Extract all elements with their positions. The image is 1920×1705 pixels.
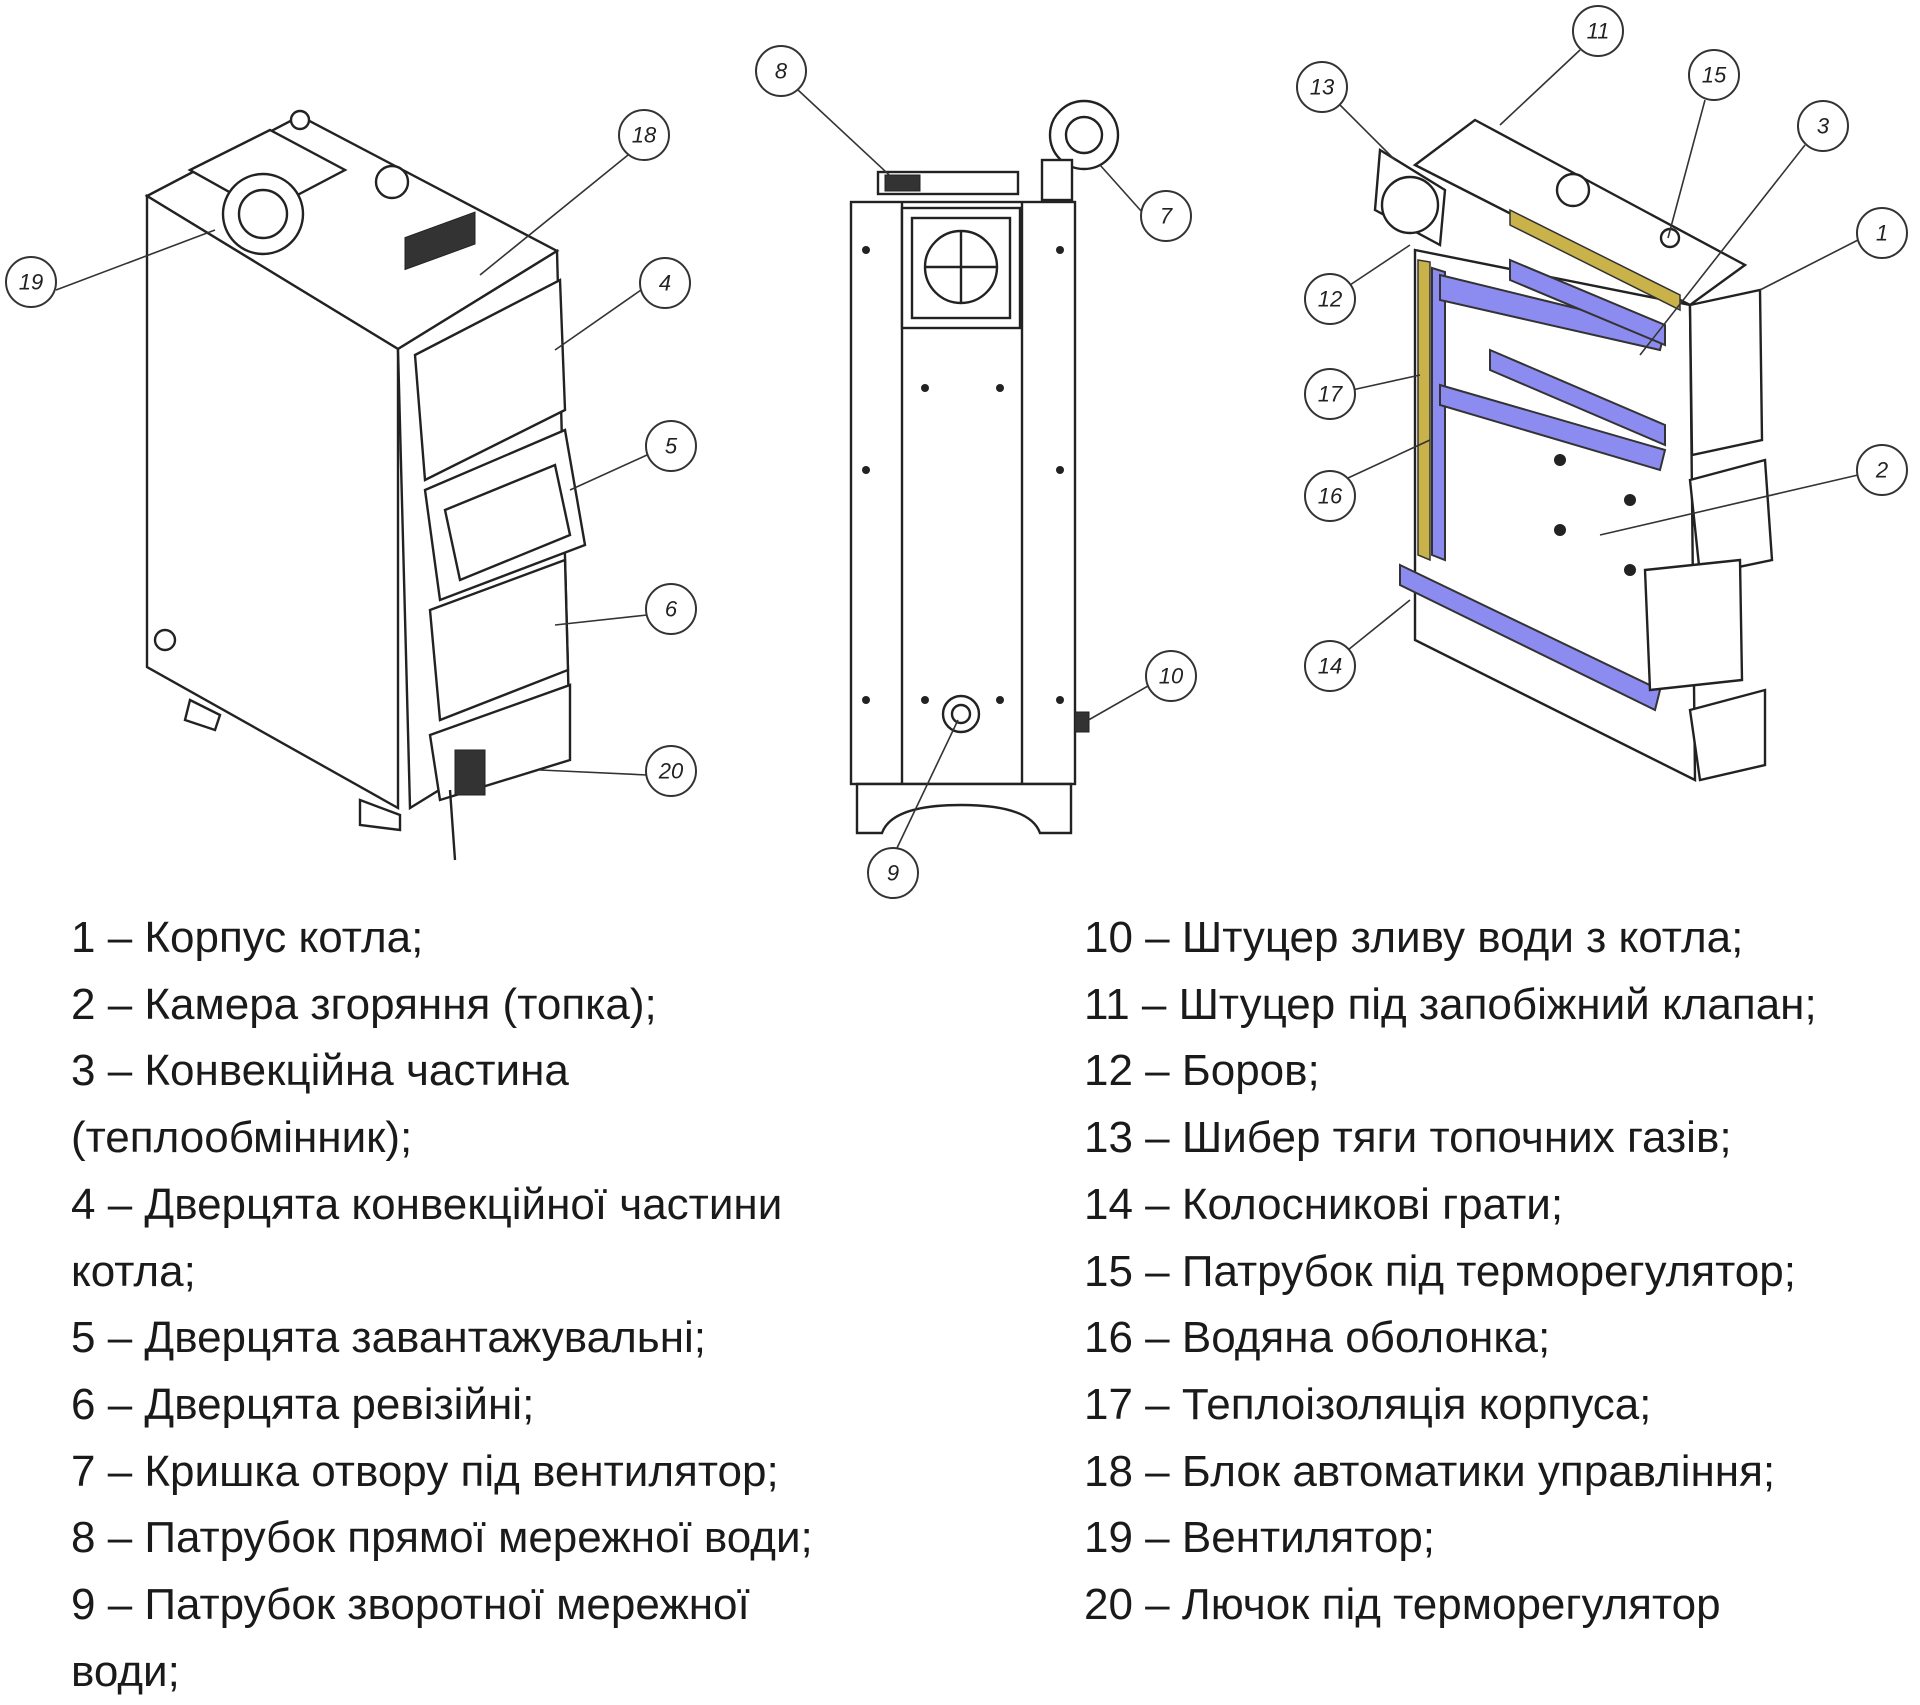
legend-item: котла; <box>71 1246 196 1296</box>
legend-item: 12 – Боров; <box>1084 1046 1320 1096</box>
legend-item: 7 – Кришка отвору під вентилятор; <box>71 1446 779 1496</box>
callout-9: 9 <box>867 847 919 899</box>
callout-12: 12 <box>1304 273 1356 325</box>
callout-4: 4 <box>639 257 691 309</box>
boiler-cutaway-view <box>1373 118 1774 782</box>
svg-text:13: 13 <box>1310 75 1335 100</box>
callout-19: 19 <box>5 256 57 308</box>
svg-text:9: 9 <box>887 861 899 886</box>
callout-18: 18 <box>618 109 670 161</box>
leader-lines <box>55 49 1859 849</box>
callout-7: 7 <box>1140 190 1192 242</box>
legend-item: 3 – Конвекційна частина <box>71 1046 569 1096</box>
legend-item: 16 – Водяна оболонка; <box>1084 1313 1551 1363</box>
callout-8: 8 <box>755 45 807 97</box>
svg-text:18: 18 <box>632 123 657 148</box>
boiler-front-view <box>849 99 1120 835</box>
callout-17: 17 <box>1304 368 1356 420</box>
legend-item: 4 – Дверцята конвекційної частини <box>71 1179 783 1229</box>
svg-text:5: 5 <box>665 434 678 459</box>
legend-right-column: 10 – Штуцер зливу води з котла; 11 – Шту… <box>1084 905 1817 1639</box>
callout-11: 11 <box>1572 5 1624 57</box>
svg-text:20: 20 <box>658 759 684 784</box>
door-6 <box>428 558 570 722</box>
legend-item: 17 – Теплоізоляція корпуса; <box>1084 1379 1652 1429</box>
svg-text:8: 8 <box>775 59 788 84</box>
boiler-diagram: 1 2 3 4 5 6 7 8 9 10 11 12 13 14 15 16 1… <box>5 5 1908 899</box>
svg-text:7: 7 <box>1160 204 1173 229</box>
legend-left-column: 1 – Корпус котла; 2 – Камера згоряння (т… <box>71 905 813 1705</box>
svg-text:16: 16 <box>1318 484 1343 509</box>
callout-1: 1 <box>1856 207 1908 259</box>
door-4 <box>413 278 567 482</box>
legend-item: 11 – Штуцер під запобіжний клапан; <box>1084 979 1817 1029</box>
legend-item: 2 – Камера згоряння (топка); <box>71 979 657 1029</box>
svg-text:15: 15 <box>1702 63 1727 88</box>
svg-text:11: 11 <box>1587 19 1610 44</box>
callout-3: 3 <box>1797 100 1849 152</box>
svg-text:3: 3 <box>1817 114 1830 139</box>
legend-item: 6 – Дверцята ревізійні; <box>71 1379 535 1429</box>
svg-text:1: 1 <box>1876 221 1888 246</box>
svg-text:2: 2 <box>1875 458 1888 483</box>
legend-item: 1 – Корпус котла; <box>71 913 424 962</box>
svg-text:10: 10 <box>1159 664 1184 689</box>
legend-item: 13 – Шибер тяги топочних газів; <box>1084 1113 1732 1163</box>
callout-5: 5 <box>645 420 697 472</box>
legend-item: 20 – Лючок під терморегулятор <box>1084 1580 1721 1630</box>
callout-16: 16 <box>1304 470 1356 522</box>
svg-text:14: 14 <box>1318 654 1342 679</box>
grate-14 <box>1399 563 1662 712</box>
legend-item: 5 – Дверцята завантажувальні; <box>71 1313 706 1363</box>
legend-item: 18 – Блок автоматики управління; <box>1084 1446 1776 1496</box>
damper-13 <box>1380 175 1440 235</box>
insulation-17 <box>1417 259 1431 562</box>
callout-15: 15 <box>1688 49 1740 101</box>
legend-item: (теплообмінник); <box>71 1113 413 1163</box>
legend-item: води; <box>71 1646 180 1696</box>
svg-text:12: 12 <box>1318 287 1342 312</box>
svg-text:17: 17 <box>1318 382 1343 407</box>
callout-20: 20 <box>645 745 697 797</box>
legend-item: 15 – Патрубок під терморегулятор; <box>1084 1246 1796 1296</box>
svg-text:4: 4 <box>659 271 671 296</box>
legend-item: 19 – Вентилятор; <box>1084 1513 1436 1563</box>
legend-item: 14 – Колосникові грати; <box>1084 1179 1564 1229</box>
svg-text:6: 6 <box>665 597 678 622</box>
boiler-isometric-view <box>144 109 587 861</box>
callout-10: 10 <box>1145 650 1197 702</box>
legend-item: 9 – Патрубок зворотної мережної <box>71 1580 750 1630</box>
callout-14: 14 <box>1304 640 1356 692</box>
callout-6: 6 <box>645 583 697 635</box>
legend-item: 10 – Штуцер зливу води з котла; <box>1084 913 1744 962</box>
svg-text:19: 19 <box>19 270 43 295</box>
callout-2: 2 <box>1856 444 1908 496</box>
water-jacket-16 <box>1431 266 1446 562</box>
legend-item: 8 – Патрубок прямої мережної води; <box>71 1513 813 1563</box>
callout-13: 13 <box>1296 61 1348 113</box>
